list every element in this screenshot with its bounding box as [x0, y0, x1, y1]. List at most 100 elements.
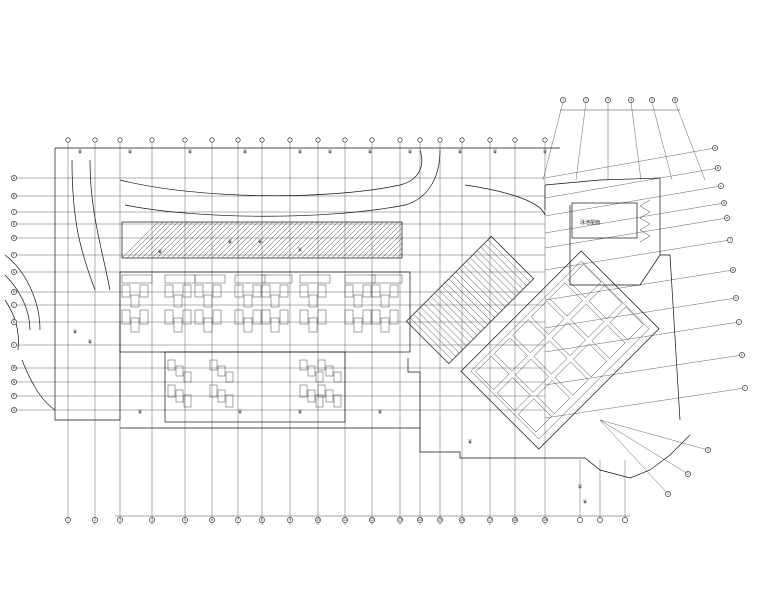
grid-line-r [544, 167, 719, 199]
rotated-tower [460, 250, 660, 450]
hatch-line [483, 243, 527, 287]
grid-bubble-top [512, 137, 518, 143]
grid-label-left: F [13, 253, 15, 257]
grid-bubble-top [342, 137, 348, 143]
grid-bubble-bottom [459, 517, 465, 523]
grid-label-bottom: 5 [184, 518, 186, 522]
hatch-line [441, 285, 485, 329]
grid-bubble-right [742, 385, 748, 391]
room [225, 394, 234, 408]
room [315, 394, 324, 408]
hatch-line [311, 221, 349, 259]
room [353, 294, 363, 308]
room [325, 365, 334, 377]
hatch-line [331, 221, 369, 259]
hatch-line [430, 296, 474, 340]
grid-bubble-right [736, 319, 742, 325]
grid-label-bottom: 16 [460, 518, 464, 522]
room [173, 294, 183, 308]
room [164, 309, 174, 325]
grid-bubble-tr [560, 97, 566, 103]
grid-line-tr [674, 101, 706, 181]
grid-bubble-bottom [369, 517, 375, 523]
grid-label-bottom: 10 [316, 518, 320, 522]
tower-room [549, 282, 583, 317]
grid-bubble-bottom [182, 517, 188, 523]
room [217, 365, 226, 377]
hatch-line [151, 221, 189, 259]
mark-dot [298, 248, 302, 252]
hatch-line [281, 221, 319, 259]
room [317, 359, 326, 371]
grid-bubble-top [417, 137, 423, 143]
hatch-line [336, 221, 374, 259]
grid-label-bottom: 9 [289, 518, 291, 522]
hatch-line [126, 221, 164, 259]
room [194, 309, 204, 325]
room [308, 317, 318, 333]
grid-label-right: e [726, 216, 728, 220]
hatch-line [420, 306, 464, 350]
hatch-line [216, 221, 254, 259]
mark-dot [238, 410, 242, 414]
grid-line-tr [630, 101, 642, 181]
hatch-line [206, 221, 244, 259]
room [261, 309, 271, 325]
hatch-line [271, 221, 309, 259]
grid-label-tr: 2 [585, 98, 587, 102]
grid-label-right: g [732, 268, 734, 272]
grid-bubble-left [11, 209, 17, 215]
grid-bubble-left [11, 193, 17, 199]
hatch-line [376, 232, 403, 259]
grid-line-r [544, 202, 725, 234]
balcony [299, 274, 331, 284]
grid-label-tr: 1 [562, 98, 564, 102]
grid-bubble-bottom [542, 517, 548, 523]
room [182, 284, 192, 298]
room [225, 371, 234, 383]
hatch-line [361, 221, 399, 259]
hatch-line [455, 271, 499, 315]
grid-bubble-left [11, 393, 17, 399]
hatch-line [286, 221, 324, 259]
room [279, 309, 289, 325]
grid-label-left: L [13, 343, 15, 347]
grid-label-left: G [13, 270, 16, 274]
hatch-line [266, 221, 304, 259]
grid-bubble-bottom [597, 517, 603, 523]
hatch-line [452, 275, 495, 318]
grid-bubble-right [739, 352, 745, 358]
room [173, 317, 183, 333]
hatch-line [136, 221, 174, 259]
mark-dot [468, 440, 472, 444]
grid-label-left: K [13, 320, 16, 324]
pool-roof-outline [571, 202, 638, 239]
room [317, 284, 327, 298]
room [194, 284, 204, 298]
grid-label-left: A [13, 176, 16, 180]
hatch-line [391, 247, 403, 259]
grid-bubble-bottom [487, 517, 493, 523]
hatch-line [423, 303, 467, 347]
room [243, 294, 253, 308]
grid-bubble-left [11, 269, 17, 275]
grid-bubble-bottom [117, 517, 123, 523]
room [209, 384, 218, 398]
grid-bubble-br [685, 471, 691, 477]
tower-room [517, 398, 552, 433]
room [317, 384, 326, 398]
tower-room [554, 361, 589, 396]
tower-room [475, 356, 510, 390]
grid-label-right: c [720, 184, 722, 188]
grid-bubble-bottom [512, 517, 518, 523]
grid-line-r [544, 354, 743, 386]
grid-label-bottom: 13 [398, 518, 402, 522]
balcony [164, 274, 196, 284]
hatch-line [462, 264, 506, 308]
grid-label-right: l [745, 386, 746, 390]
room [344, 284, 354, 298]
grid-bubble-br [665, 491, 671, 497]
hatch-line [196, 221, 234, 259]
grid-bubble-right [727, 237, 733, 243]
grid-label-left: H [13, 290, 16, 294]
